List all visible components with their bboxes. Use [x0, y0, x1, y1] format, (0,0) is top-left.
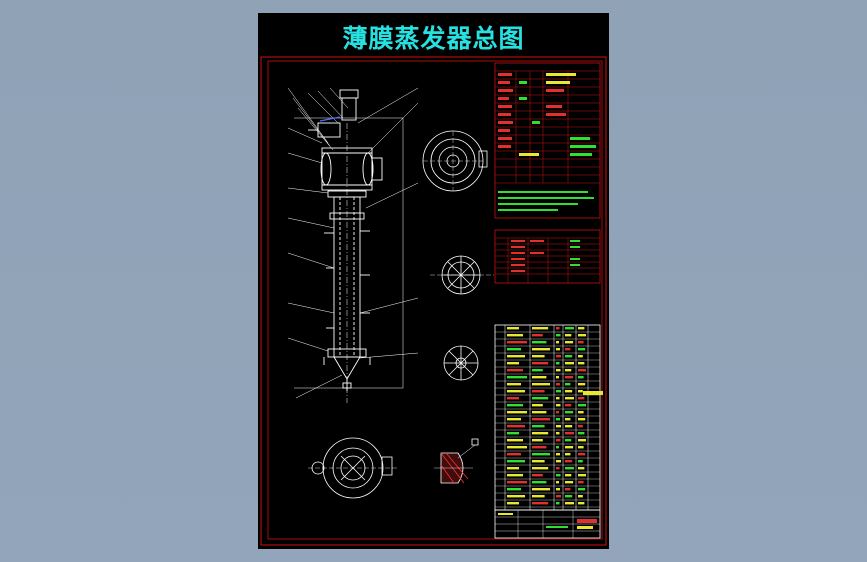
plan-view [308, 437, 398, 499]
detail-view [434, 438, 479, 484]
section-view-2 [430, 255, 494, 295]
title-block [494, 509, 601, 539]
parts-list-table [494, 324, 603, 511]
leader-lines [287, 87, 419, 399]
nozzle-table [494, 229, 601, 284]
drawing-sheet: 薄膜蒸发器总图 [258, 13, 609, 549]
cad-drawing-canvas [260, 56, 607, 546]
technical-data-table [494, 62, 601, 219]
drawing-title: 薄膜蒸发器总图 [342, 24, 525, 53]
outer-frame [260, 56, 607, 546]
section-view-3 [443, 345, 479, 381]
inner-frame [267, 60, 603, 540]
section-view-1 [422, 130, 488, 192]
evaporator-elevation [294, 89, 404, 403]
